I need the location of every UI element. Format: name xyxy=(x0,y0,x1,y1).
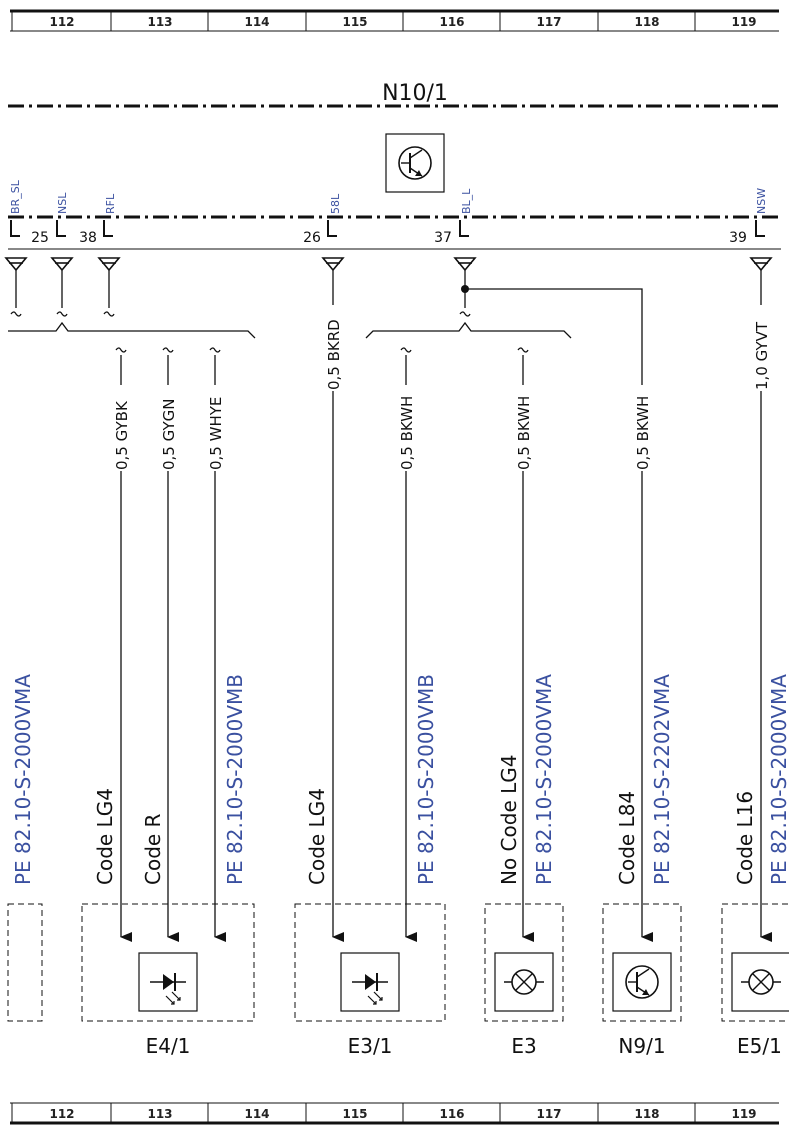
wire-label-gygn: 0,5 GYGN xyxy=(160,398,178,470)
pin-label-nsw: NSW xyxy=(755,188,768,214)
ruler-bottom-115: 115 xyxy=(342,1107,367,1121)
reference-link-5[interactable]: PE 82.10-S-2202VMA xyxy=(650,674,674,885)
wire-breaks xyxy=(10,311,529,353)
ruler-bottom-116: 116 xyxy=(439,1107,464,1121)
top-ruler: 112 113 114 115 116 117 118 119 xyxy=(10,9,779,32)
wire-label-gyvt: 1,0 GYVT xyxy=(753,321,771,390)
ruler-top-117: 117 xyxy=(536,15,561,29)
wire-labels: 0,5 GYBK 0,5 GYGN 0,5 WHYE 0,5 BKRD 0,5 … xyxy=(113,305,771,471)
ruler-bottom-119: 119 xyxy=(731,1107,756,1121)
wire-label-whye: 0,5 WHYE xyxy=(207,397,225,470)
component-n9-1: N9/1 xyxy=(602,903,682,1058)
component-box-partial xyxy=(7,903,43,1022)
component-e4-1: E4/1 xyxy=(81,903,255,1058)
led-icon xyxy=(138,952,198,1012)
reference-link-4[interactable]: PE 82.10-S-2000VMA xyxy=(532,674,556,885)
reference-link-2[interactable]: PE 82.10-S-2000VMB xyxy=(223,674,247,885)
code-label-lg4-1: Code LG4 xyxy=(93,788,117,885)
ruler-bottom-118: 118 xyxy=(634,1107,659,1121)
ruler-top-118: 118 xyxy=(634,15,659,29)
wire-label-gybk: 0,5 GYBK xyxy=(113,400,131,470)
pin-number-26: 26 xyxy=(303,230,321,246)
component-name-e5-1: E5/1 xyxy=(737,1034,782,1058)
pin-number-25: 25 xyxy=(31,230,49,246)
reference-link-3[interactable]: PE 82.10-S-2000VMB xyxy=(414,674,438,885)
ruler-bottom-117: 117 xyxy=(536,1107,561,1121)
reference-link-1[interactable]: PE 82.10-S-2000VMA xyxy=(11,674,35,885)
ruler-top-113: 113 xyxy=(147,15,172,29)
connector-pins xyxy=(10,220,765,237)
wire-label-bkwh-1: 0,5 BKWH xyxy=(398,396,416,470)
component-name-n9-1: N9/1 xyxy=(618,1034,665,1058)
components: E4/1 E3/1 E3 xyxy=(7,903,789,1058)
wire-label-bkwh-3: 0,5 BKWH xyxy=(634,396,652,470)
code-label-r: Code R xyxy=(141,813,165,885)
component-e3-1: E3/1 xyxy=(294,903,446,1058)
code-label-lg4-2: Code LG4 xyxy=(305,788,329,885)
ruler-top-112: 112 xyxy=(49,15,74,29)
pin-number-38: 38 xyxy=(79,230,97,246)
pin-label-br-sl: BR_SL xyxy=(9,179,22,214)
code-label-l16: Code L16 xyxy=(733,791,757,885)
pin-numbers: 25 38 26 37 39 xyxy=(31,230,747,246)
ruler-top-115: 115 xyxy=(342,15,367,29)
code-labels: Code LG4 Code R Code LG4 No Code LG4 Cod… xyxy=(93,755,757,885)
led-icon xyxy=(340,952,400,1012)
component-e3: E3 xyxy=(484,903,564,1058)
ruler-bottom-112: 112 xyxy=(49,1107,74,1121)
component-name-e3: E3 xyxy=(511,1034,536,1058)
control-unit-name: N10/1 xyxy=(382,81,448,106)
wire-label-bkrd: 0,5 BKRD xyxy=(325,319,343,390)
code-label-no-lg4: No Code LG4 xyxy=(497,755,521,885)
pin-number-39: 39 xyxy=(729,230,747,246)
reference-links: PE 82.10-S-2000VMA PE 82.10-S-2000VMB PE… xyxy=(11,674,789,885)
ruler-bottom-113: 113 xyxy=(147,1107,172,1121)
ruler-top-114: 114 xyxy=(244,15,269,29)
component-name-e4-1: E4/1 xyxy=(146,1034,191,1058)
ruler-bottom-114: 114 xyxy=(244,1107,269,1121)
connector-triangles xyxy=(4,257,773,272)
ruler-top-116: 116 xyxy=(439,15,464,29)
bottom-ruler: 112 113 114 115 116 117 118 119 xyxy=(10,1102,779,1125)
control-unit-n10-1: N10/1 xyxy=(8,81,781,219)
pin-label-nsl: NSL xyxy=(56,192,69,214)
junction-dot xyxy=(461,285,469,293)
transistor-icon xyxy=(385,133,445,193)
transistor-icon xyxy=(612,952,672,1012)
code-label-l84: Code L84 xyxy=(615,791,639,885)
reference-link-6[interactable]: PE 82.10-S-2000VMA xyxy=(767,674,789,885)
pin-label-bl-l: BL_L xyxy=(460,188,473,214)
pin-labels: BR_SL NSL RFL 58L BL_L NSW xyxy=(9,179,768,214)
ruler-top-119: 119 xyxy=(731,15,756,29)
lamp-icon xyxy=(494,952,554,1012)
component-name-e3-1: E3/1 xyxy=(348,1034,393,1058)
wire-label-bkwh-2: 0,5 BKWH xyxy=(515,396,533,470)
pin-number-37: 37 xyxy=(434,230,452,246)
pin-label-58l: 58L xyxy=(329,193,342,214)
lamp-icon xyxy=(731,952,789,1012)
pin-label-rfl: RFL xyxy=(104,193,117,214)
harness-braces xyxy=(8,321,572,339)
component-e5-1: E5/1 xyxy=(721,903,789,1058)
